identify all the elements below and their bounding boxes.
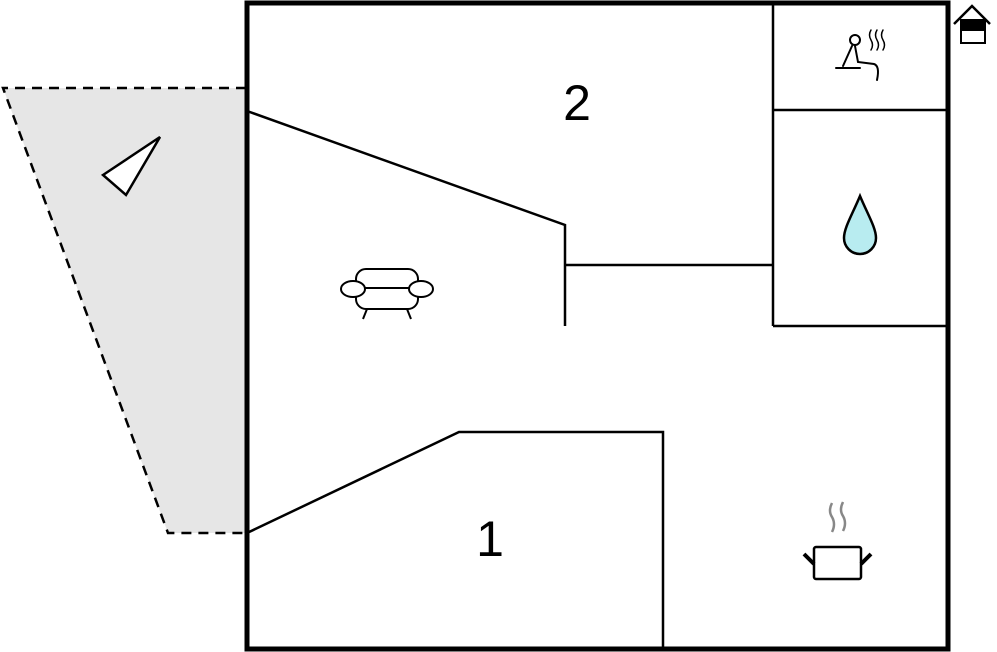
interior-walls bbox=[246, 3, 948, 649]
compass-icon bbox=[100, 135, 162, 197]
room-label-1: 1 bbox=[476, 511, 504, 567]
house-floor-icon bbox=[953, 4, 991, 44]
terrace bbox=[1, 86, 246, 535]
kitchen-pot-icon bbox=[802, 501, 873, 581]
room-label-2: 2 bbox=[563, 75, 591, 131]
bathroom-water-drop-icon bbox=[842, 192, 878, 256]
living-room-sofa-icon bbox=[340, 268, 434, 320]
sauna-icon bbox=[835, 29, 886, 81]
